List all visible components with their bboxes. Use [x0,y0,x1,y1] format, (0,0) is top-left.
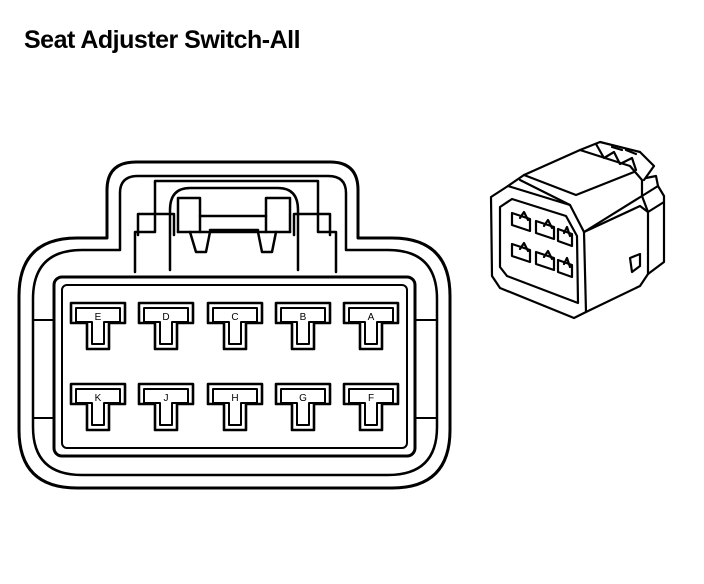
cavity-frame-inner [61,284,408,449]
pin-label-h: H [231,393,238,404]
pin-cavity-inner-outline [280,388,326,426]
page-title: Seat Adjuster Switch-All [24,26,301,54]
pin-label-g: G [299,393,307,404]
pin-cavity-inner-outline [143,388,189,426]
pin-cavity-outline [342,301,400,351]
pin-cavity-outline [342,382,400,432]
pin-cavity-k: K [69,382,127,432]
pin-cavity-inner-outline [212,307,258,345]
pin-cavity-outline [137,301,195,351]
pin-cavity-outline [69,382,127,432]
cavity-frame-outer [52,275,417,458]
housing-outer-outline [17,160,452,490]
pin-cavity-b: B [274,301,332,351]
pin-label-f: F [368,393,374,404]
pin-label-j: J [164,393,169,404]
pin-cavity-g: G [274,382,332,432]
pin-cavity-inner-outline [75,307,121,345]
pin-cavity-outline [206,301,264,351]
pin-cavity-a: A [342,301,400,351]
pin-cavity-d: D [137,301,195,351]
pin-cavity-outline [274,301,332,351]
pin-cavity-outline [274,382,332,432]
connector-face-icon: E D C B A K J H G F [17,160,452,490]
pin-cavity-inner-outline [348,307,394,345]
side-rib-right [414,319,438,419]
pin-cavity-inner-outline [143,307,189,345]
pin-cavity-inner-outline [348,388,394,426]
pin-label-c: C [231,312,238,323]
pin-cavity-inner-outline [212,388,258,426]
pin-cavity-c: C [206,301,264,351]
pin-cavity-outline [206,382,264,432]
side-rib-left [32,319,55,419]
pin-label-k: K [95,393,102,404]
pin-label-a: A [368,312,375,323]
pin-cavity-outline [137,382,195,432]
pin-label-b: B [300,312,307,323]
housing-inner-outline [31,174,439,477]
pin-cavity-outline [69,301,127,351]
pin-label-e: E [95,312,102,323]
pin-label-d: D [162,312,169,323]
pin-cavity-e: E [69,301,127,351]
connector-isometric-icon [489,140,666,320]
pin-cavity-inner-outline [75,388,121,426]
pin-cavity-inner-outline [280,307,326,345]
pin-cavity-j: J [137,382,195,432]
pin-cavity-h: H [206,382,264,432]
pin-cavity-f: F [342,382,400,432]
latch-tab [133,179,338,274]
